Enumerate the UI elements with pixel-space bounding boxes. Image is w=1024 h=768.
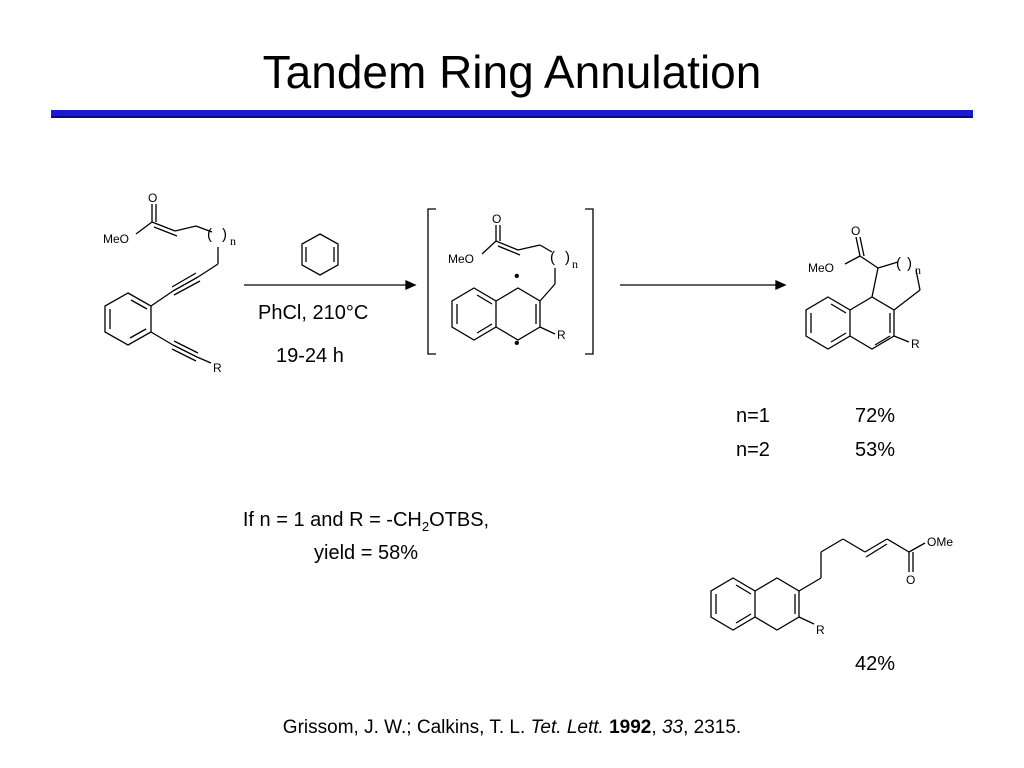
side-ome-label: OMe	[927, 535, 953, 549]
citation-volume: 33	[661, 717, 684, 738]
reaction-arrow-1	[244, 233, 417, 291]
int-radical-dot-top: •	[514, 268, 520, 285]
citation-journal: Tet. Lett.	[530, 717, 604, 738]
sm-paren-close: )	[222, 226, 227, 243]
citation: Grissom, J. W.; Calkins, T. L. Tet. Lett…	[282, 717, 742, 738]
prod-n-label: n	[915, 263, 921, 277]
sm-carbonyl-o: O	[148, 191, 157, 205]
int-r-label: R	[557, 328, 566, 342]
diradical-intermediate	[427, 208, 594, 355]
prod-paren-close: )	[907, 255, 912, 272]
sm-paren-open: (	[207, 226, 212, 243]
side-carbonyl-o: O	[906, 573, 915, 587]
tbs-note-line-1: If n = 1 and R = -CH2OTBS,	[242, 509, 490, 534]
int-meo-label: MeO	[448, 252, 474, 266]
yield-row-2-value: 53%	[855, 439, 896, 461]
tbs-note: If n = 1 and R = -CH2OTBS, yield = 58%	[196, 507, 536, 566]
reaction-arrow-2	[620, 279, 787, 291]
int-n-label: n	[572, 257, 578, 271]
prod-meo-label: MeO	[808, 261, 834, 275]
sm-n-label: n	[230, 234, 236, 248]
slide-title: Tandem Ring Annulation	[262, 46, 762, 98]
yield-row-2-n: n=2	[736, 439, 770, 461]
prod-paren-open: (	[896, 255, 901, 272]
citation-year: 1992	[609, 717, 652, 738]
yield-row-1-value: 72%	[855, 405, 896, 427]
prod-carbonyl-o: O	[851, 224, 860, 238]
citation-pages: , 2315.	[683, 717, 742, 738]
int-radical-dot-bottom: •	[514, 335, 520, 352]
annulated-product	[805, 236, 921, 350]
int-carbonyl-o: O	[492, 212, 501, 226]
citation-authors: Grissom, J. W.; Calkins, T. L.	[282, 717, 531, 738]
conditions-time: 19-24 h	[276, 345, 344, 367]
prod-r-label: R	[911, 337, 920, 351]
side-r-label: R	[816, 623, 825, 637]
yield-row-1-n: n=1	[736, 405, 770, 427]
int-paren-open: (	[550, 249, 555, 266]
side-product-yield: 42%	[855, 653, 896, 675]
sm-meo-label: MeO	[103, 232, 129, 246]
conditions-solvent-temp: PhCl, 210°C	[258, 302, 369, 324]
title-divider	[51, 110, 973, 118]
int-paren-close: )	[565, 249, 570, 266]
side-product	[710, 538, 926, 631]
sm-r-label: R	[213, 361, 222, 375]
tbs-note-line-2: yield = 58%	[314, 542, 418, 564]
starting-material	[104, 204, 219, 364]
